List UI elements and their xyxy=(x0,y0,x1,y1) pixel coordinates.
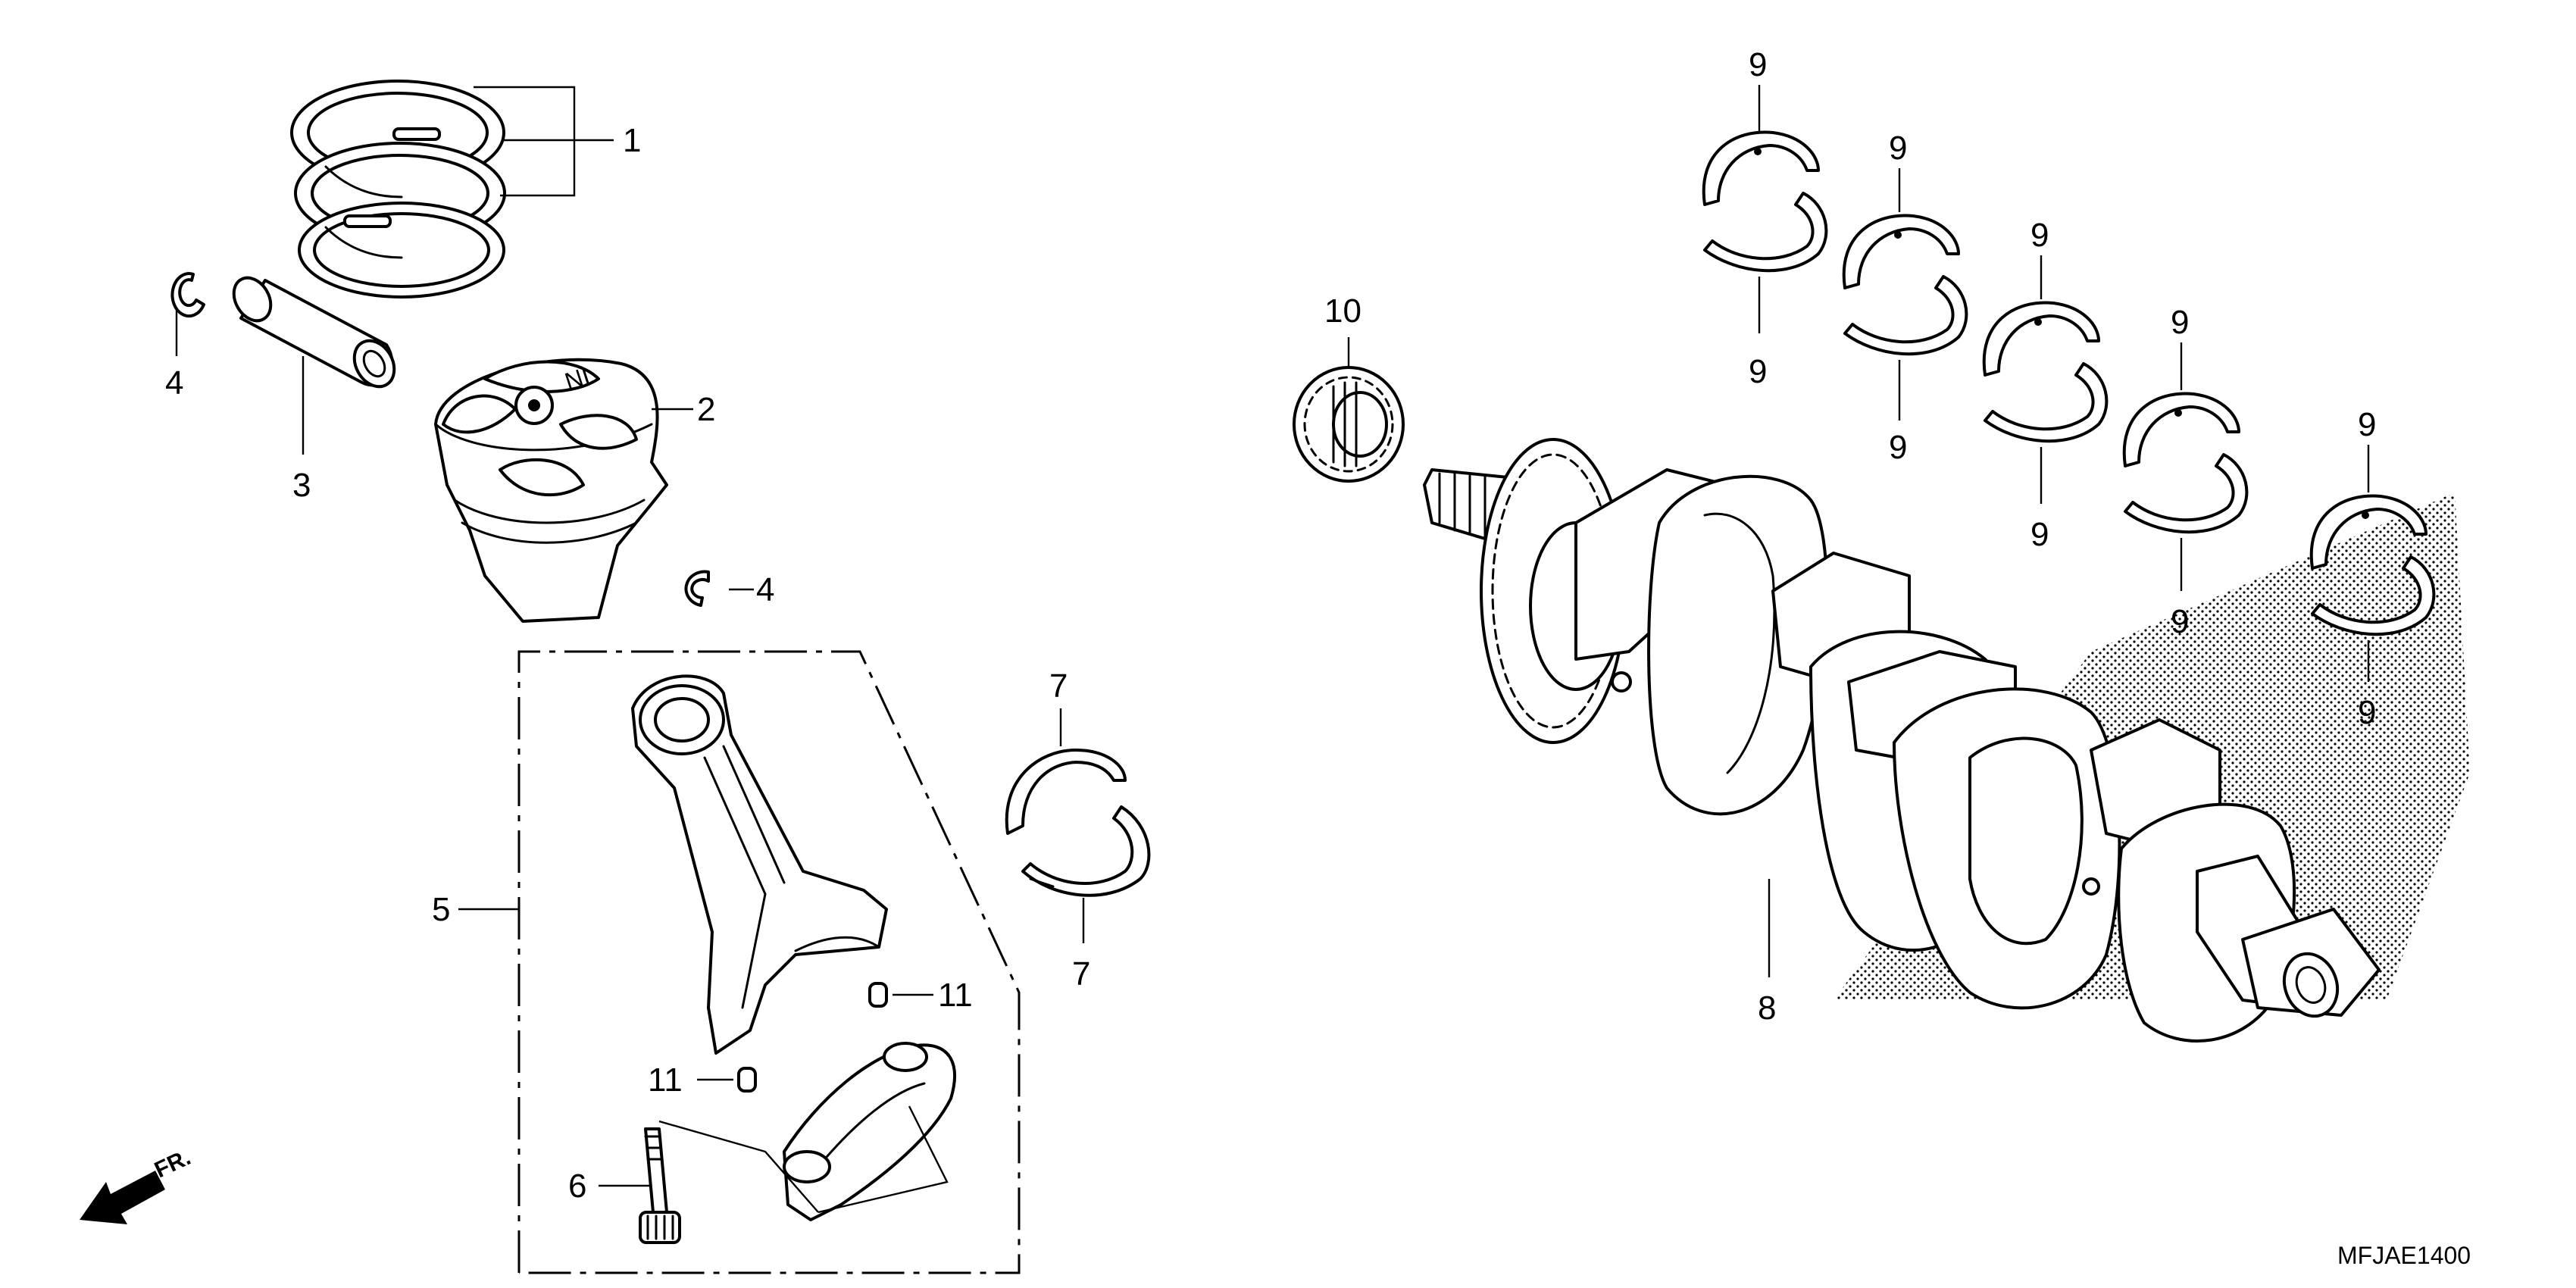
callout-9-5-lower: 9 xyxy=(2358,694,2376,731)
crankshaft[interactable] xyxy=(1423,438,2381,1043)
piston-ring-set[interactable] xyxy=(290,80,506,299)
callout-9-4-upper: 9 xyxy=(2171,304,2189,341)
callout-11-cap: 11 xyxy=(648,1061,683,1099)
callout-10: 10 xyxy=(1324,292,1361,330)
main-bearing-4-lower[interactable] xyxy=(2124,453,2249,534)
primary-drive-gear[interactable] xyxy=(1293,366,1405,483)
callout-9-3-upper: 9 xyxy=(2030,217,2049,254)
dowel-pin-cap[interactable] xyxy=(737,1067,757,1093)
callout-2: 2 xyxy=(697,391,715,428)
callout-4-upper: 4 xyxy=(165,364,183,402)
callout-9-2-upper: 9 xyxy=(1889,130,1907,167)
callout-4-lower: 4 xyxy=(756,571,774,608)
callout-11-rod: 11 xyxy=(938,977,973,1014)
connecting-rod-bolt[interactable] xyxy=(639,1127,681,1244)
callout-8: 8 xyxy=(1758,989,1776,1027)
front-direction-arrow-icon: FR. xyxy=(80,1145,195,1224)
callout-9-1-upper: 9 xyxy=(1749,46,1767,83)
callout-7-lower: 7 xyxy=(1072,955,1090,993)
callout-6: 6 xyxy=(568,1168,586,1205)
rod-bearing-upper[interactable] xyxy=(1005,749,1127,835)
main-bearing-5-upper[interactable] xyxy=(2309,494,2428,570)
connecting-rod-assy-boundary xyxy=(517,650,1021,1274)
connecting-rod-cap[interactable] xyxy=(783,1042,956,1221)
callout-3: 3 xyxy=(292,467,311,504)
connecting-rod[interactable] xyxy=(631,674,888,1055)
main-bearing-2-upper[interactable] xyxy=(1842,214,1960,289)
callout-7-upper: 7 xyxy=(1049,667,1068,705)
main-bearing-5-lower[interactable] xyxy=(2311,555,2436,636)
callout-9-4-lower: 9 xyxy=(2171,603,2189,640)
main-bearing-1-upper[interactable] xyxy=(1702,130,1820,206)
rod-bearing-lower[interactable] xyxy=(1021,805,1151,897)
main-bearing-3-lower[interactable] xyxy=(1984,362,2109,443)
main-bearing-1-lower[interactable] xyxy=(1703,192,1828,273)
callout-9-2-lower: 9 xyxy=(1889,429,1907,466)
main-bearing-3-upper[interactable] xyxy=(1982,301,2100,377)
dowel-pin-rod[interactable] xyxy=(868,982,888,1008)
callout-9-1-lower: 9 xyxy=(1749,353,1767,390)
piston-pin-clip-upper[interactable] xyxy=(170,272,205,318)
callout-9-5-upper: 9 xyxy=(2358,406,2376,443)
diagram-code: MFJAE1400 xyxy=(2337,1242,2471,1269)
piston[interactable]: NI xyxy=(434,358,668,623)
piston-pin-clip-lower[interactable] xyxy=(684,570,710,607)
callout-9-3-lower: 9 xyxy=(2030,516,2049,553)
callout-1: 1 xyxy=(623,122,641,159)
piston-pin[interactable] xyxy=(227,271,402,394)
main-bearing-2-lower[interactable] xyxy=(1843,275,1968,356)
callout-5: 5 xyxy=(432,891,450,928)
main-bearing-4-upper[interactable] xyxy=(2122,392,2240,467)
